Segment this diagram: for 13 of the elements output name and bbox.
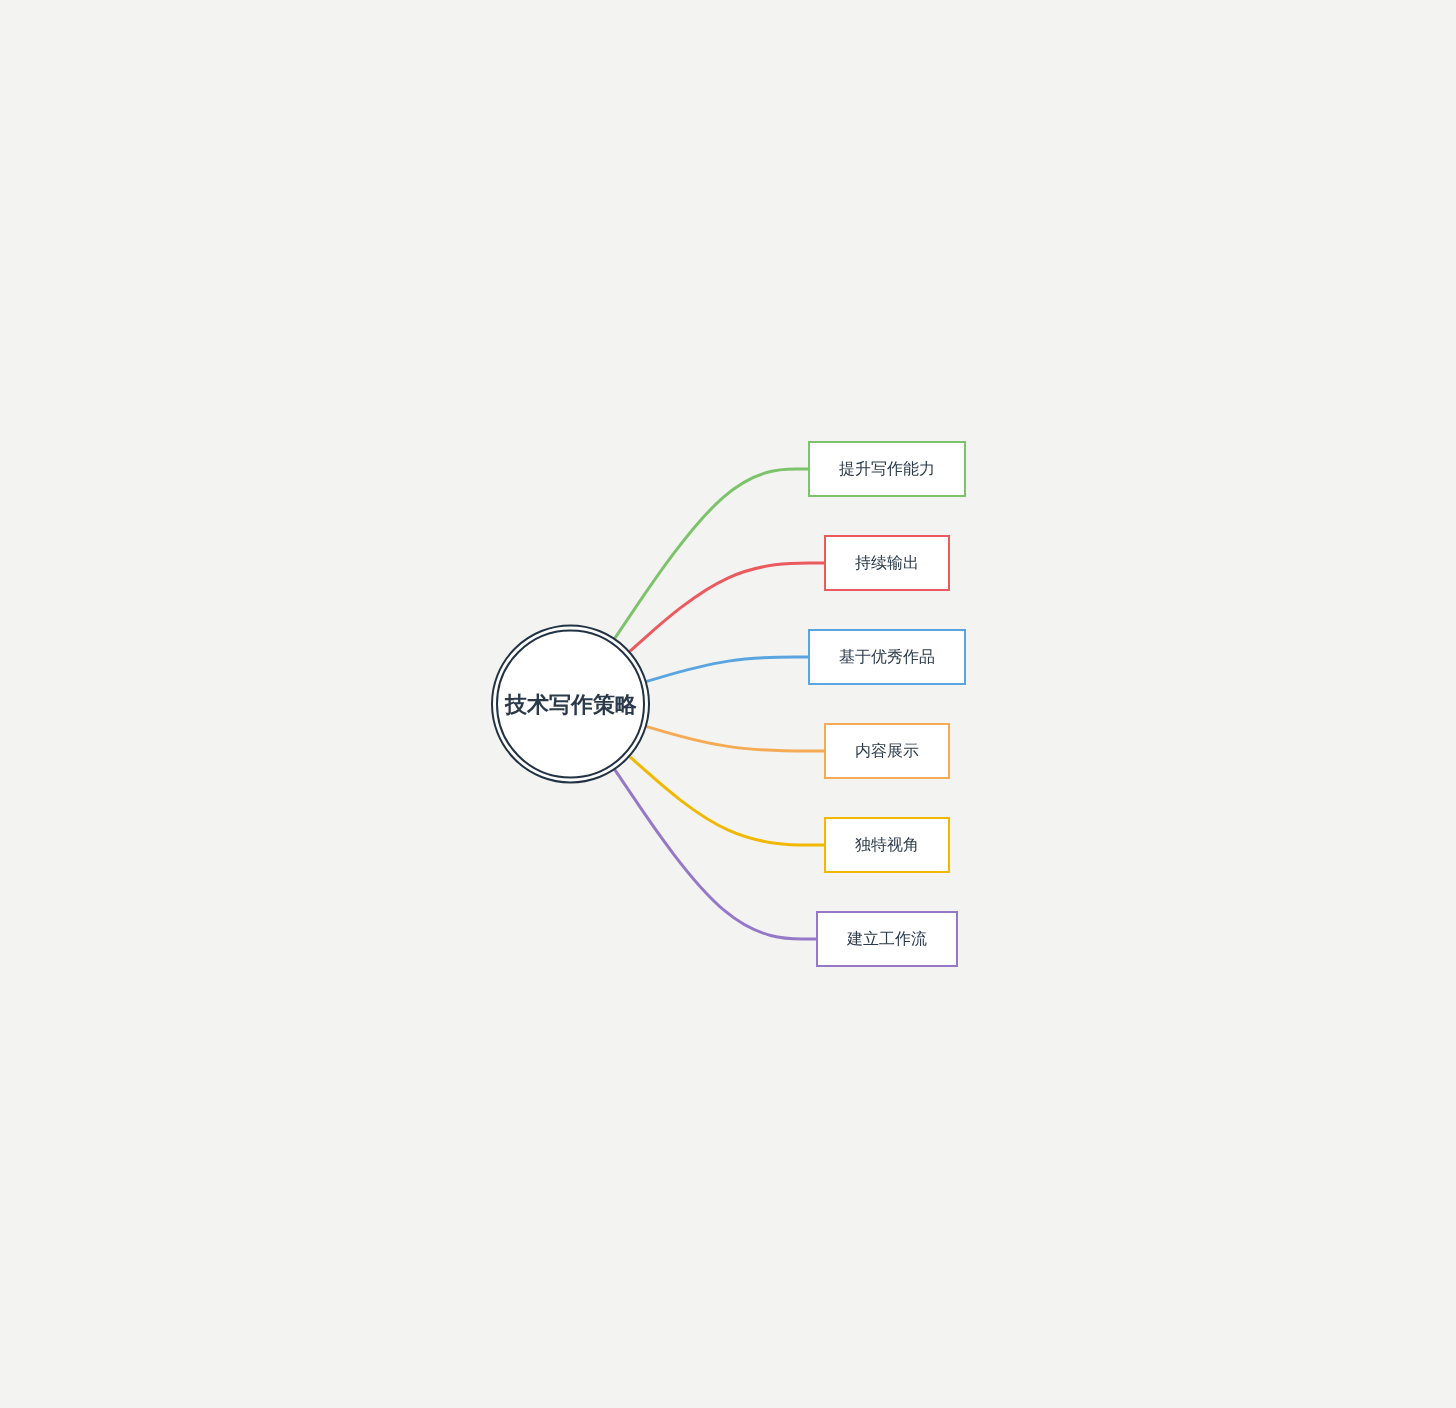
connector xyxy=(612,768,817,941)
connector xyxy=(627,561,825,653)
connector xyxy=(612,467,809,640)
node-box: 建立工作流 xyxy=(815,911,958,967)
connector xyxy=(644,655,809,684)
node-box: 提升写作能力 xyxy=(807,441,966,497)
connector xyxy=(627,755,825,847)
node-box: 内容展示 xyxy=(823,723,950,779)
connector xyxy=(644,724,825,753)
node-box: 独特视角 xyxy=(823,817,950,873)
node-box: 持续输出 xyxy=(823,535,950,591)
node-circle: 技术写作策略 xyxy=(490,624,650,784)
node-box: 基于优秀作品 xyxy=(807,629,966,685)
